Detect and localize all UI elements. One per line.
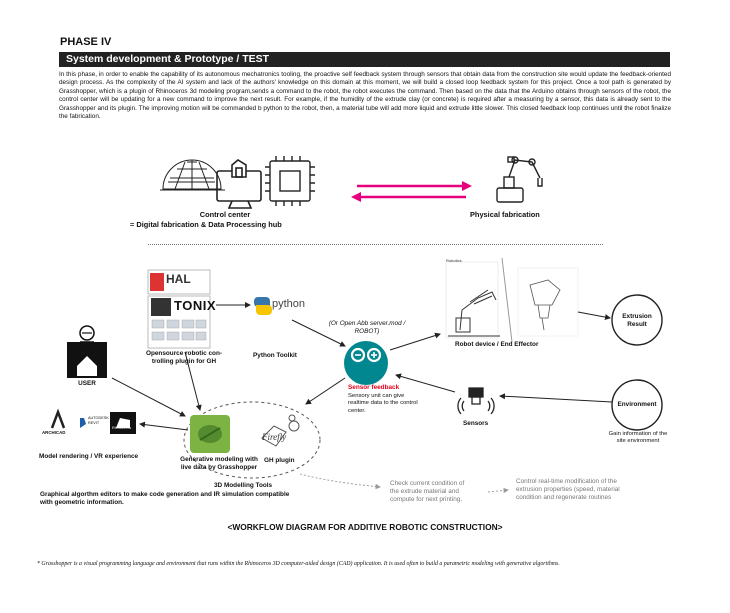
firefly-logo-icon — [261, 414, 300, 447]
environment-label: Environment — [617, 401, 657, 408]
plugin-screenshots-thumbnails — [151, 319, 207, 341]
dome-icon — [160, 159, 225, 191]
sensors-label: Sensors — [463, 420, 489, 427]
generative-modeling-label: Generative modeling with live data by Gr… — [180, 456, 258, 471]
robot-device-drawing — [445, 257, 513, 343]
sensor-icon — [457, 387, 495, 415]
python-logo-icon — [254, 297, 272, 315]
revit-logo-icon — [80, 418, 86, 428]
computer-monitor-icon — [216, 159, 262, 209]
robot-arm-icon — [496, 156, 543, 203]
microchip-icon — [265, 156, 315, 206]
opensource-plugin-label: Opensource robotic con- trolling plugin … — [146, 350, 222, 365]
model-rendering-label: Model rendering / VR experience — [39, 453, 139, 460]
modelling-tools-description: Graphical algorthm editors to make code … — [40, 491, 290, 506]
grasshopper-image — [190, 415, 230, 453]
extrusion-result-node — [611, 294, 663, 346]
python-logo-text: python — [272, 298, 306, 310]
robotics-small-label: Robotics — [446, 258, 462, 263]
gray-dotted-arrows — [299, 473, 509, 494]
hal-logo-text: HAL — [166, 272, 191, 286]
control-center-label: Control center — [199, 210, 251, 219]
robot-device-label: Robot device / End Effector — [455, 341, 539, 348]
gh-plugin-label: GH plugin — [264, 457, 295, 464]
user-icon — [67, 325, 107, 378]
physical-fabrication-label: Physical fabrication — [470, 210, 540, 219]
tonix-badge — [151, 298, 171, 316]
sensor-feedback-label: Sensor feedback — [348, 384, 400, 391]
python-toolkit-label: Python Toolkit — [253, 352, 297, 359]
intro-paragraph: In this phase, in order to enable the ca… — [59, 71, 671, 121]
section-divider — [148, 244, 603, 245]
end-effector-drawing — [517, 267, 579, 337]
revit-label: AUTODESK REVIT — [88, 416, 109, 425]
firefly-logo-text: Firefly — [262, 432, 287, 442]
rhino-label: Rhinoceros — [112, 426, 132, 430]
modelling-tools-title: 3D Modelling Tools — [214, 482, 273, 489]
arduino-label: ARDUINO — [351, 374, 383, 381]
phase-heading: PHASE IV — [60, 36, 112, 48]
control-realtime-note: Control real-time modification of the ex… — [516, 478, 620, 501]
section-title-bar: System development & Prototype / TEST — [59, 52, 670, 67]
hal-red-badge — [150, 273, 164, 291]
footnote: * Grasshopper is a visual programming la… — [37, 561, 560, 567]
workflow-arrows — [111, 302, 613, 431]
bidirectional-pink-arrows — [351, 181, 472, 202]
modelling-tools-ellipse — [183, 401, 321, 479]
check-condition-note: Check current condition of the extrude m… — [390, 480, 465, 503]
sensory-unit-note: Sensory unit can give realtime data to t… — [348, 393, 418, 414]
archicad-label: ARCHICAD — [42, 430, 66, 435]
extrusion-result-label: Extrusion Result — [622, 313, 652, 328]
environment-node — [611, 379, 663, 431]
rhino-logo-icon — [110, 412, 136, 434]
control-center-sublabel: = Digital fabrication & Data Processing … — [130, 220, 282, 229]
gain-information-note: Gain information of the site environment — [608, 431, 668, 444]
user-label: USER — [78, 380, 96, 387]
tonix-logo-text: TONIX — [174, 298, 216, 313]
server-note: (Or Open Abb server.mod / ROBOT) — [328, 320, 406, 335]
archicad-logo-icon — [50, 408, 66, 429]
diagram-caption: <WORKFLOW DIAGRAM FOR ADDITIVE ROBOTIC C… — [227, 522, 503, 532]
arduino-logo-icon — [344, 341, 388, 385]
